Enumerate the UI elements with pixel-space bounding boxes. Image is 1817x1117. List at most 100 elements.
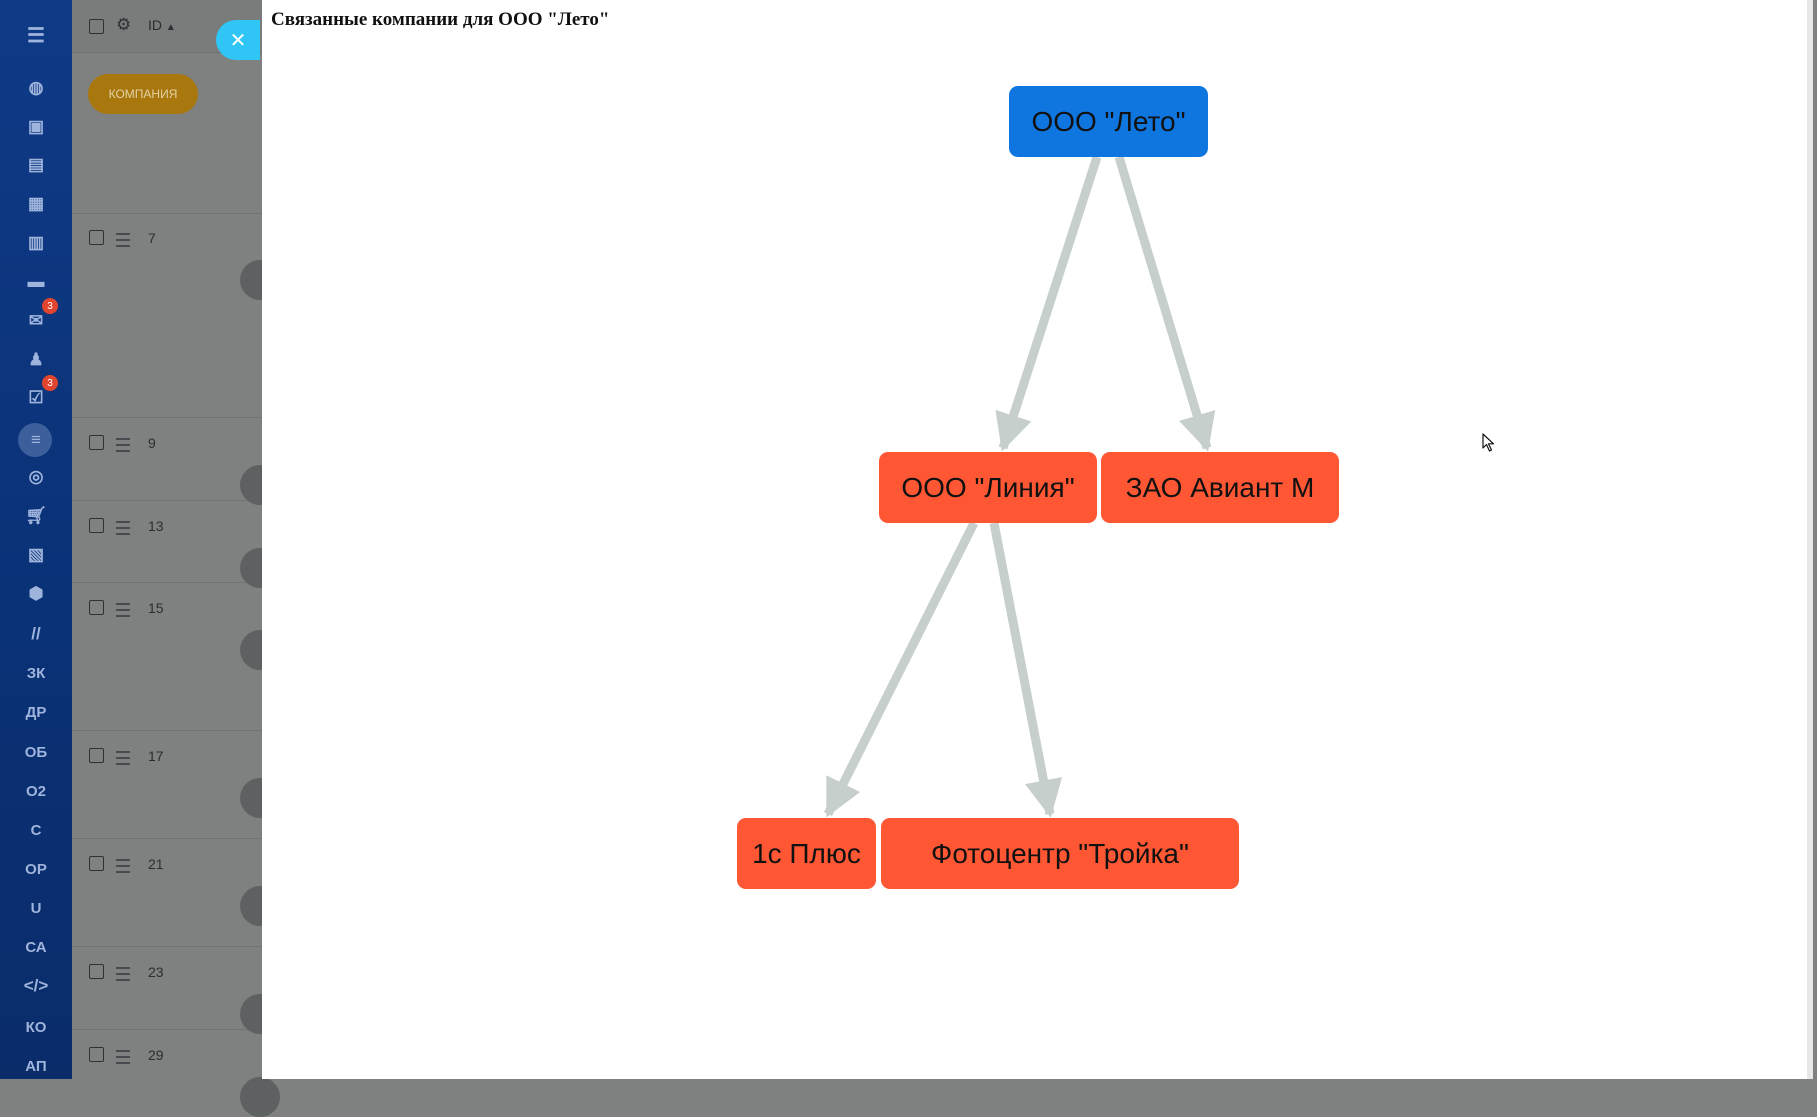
sidebar-item-shortcut[interactable]: ЗК [0,656,72,690]
sidebar-item-contact-card[interactable]: ▧ [0,538,72,572]
row-id: 7 [148,230,156,246]
row-checkbox[interactable] [89,435,104,450]
company-filter-pill[interactable]: КОМПАНИЯ [88,74,198,114]
feed-icon: ◍ [28,78,44,97]
graph-node-leto[interactable]: ООО "Лето" [1009,86,1208,157]
row-checkbox[interactable] [89,1047,104,1062]
graph-edge-liniya-troika [989,522,1063,818]
row-id: 23 [148,964,164,980]
sidebar-item-mail[interactable]: ✉3 [0,298,72,338]
graph-node-aviant[interactable]: ЗАО Авиант М [1101,452,1339,523]
drive-icon: ▬ [27,272,45,291]
drag-handle-icon[interactable] [116,967,130,981]
sidebar-item-label: ДР [25,703,47,721]
sidebar-item-crm-filter[interactable]: ≡ [0,423,72,457]
sidebar-item-label: О2 [25,782,46,800]
company-avatar [240,1077,280,1117]
row-checkbox[interactable] [89,856,104,871]
sidebar-item-shortcut[interactable]: КО [0,1010,72,1044]
mail-icon: ✉ [28,311,44,330]
sidebar-item-cart[interactable]: 🛒︎ [0,499,72,533]
sidebar-item-code[interactable]: </> [0,969,72,1003]
sidebar-item-feed[interactable]: ◍ [0,71,72,105]
sidebar-item-label: С [30,821,42,839]
calendar-icon: ▦ [27,194,45,213]
cart-icon: 🛒︎ [25,506,47,525]
row-divider [72,730,262,731]
sidebar-item-mind-map[interactable]: // [0,617,72,651]
graph-edge-leto-aviant [1114,155,1216,452]
sidebar-item-target[interactable]: ◎ [0,460,72,494]
drag-handle-icon[interactable] [116,233,130,247]
sidebar-item-tasks[interactable]: ▣ [0,110,72,144]
drag-handle-icon[interactable] [116,1050,130,1064]
box-icon: ⬢ [28,584,44,603]
graph-edge-leto-liniya [995,155,1102,452]
drag-handle-icon[interactable] [116,438,130,452]
checklist-icon: ☑ [28,388,44,407]
row-divider [72,417,262,418]
row-checkbox[interactable] [89,600,104,615]
row-divider [72,213,262,214]
close-panel-button[interactable]: ✕ [216,20,260,60]
sidebar-item-shortcut[interactable]: СА [0,930,72,964]
graph-node-label: ООО "Линия" [901,471,1075,503]
sidebar-item-label: ОБ [24,743,48,761]
row-id: 13 [148,518,164,534]
graph-node-label: ЗАО Авиант М [1125,471,1315,503]
drag-handle-icon[interactable] [116,521,130,535]
graph-node-plus1c[interactable]: 1с Плюс [737,818,876,889]
sidebar-item-menu[interactable]: ☰ [0,18,72,52]
sidebar-item-shortcut[interactable]: ОБ [0,735,72,769]
sidebar-item-label: U [30,899,42,917]
row-divider [72,946,262,947]
drag-handle-icon[interactable] [116,751,130,765]
graph-node-troika[interactable]: Фотоцентр "Тройка" [881,818,1239,889]
row-id: 9 [148,435,156,451]
document-icon: ▥ [27,233,45,252]
graph-node-liniya[interactable]: ООО "Линия" [879,452,1097,523]
relations-graph [823,155,1216,818]
code-icon: </> [23,976,49,995]
sidebar-item-shortcut[interactable]: С [0,813,72,847]
row-checkbox[interactable] [89,518,104,533]
row-divider [72,582,262,583]
sidebar-item-shortcut[interactable]: ДР [0,695,72,729]
sidebar-item-chat[interactable]: ▤ [0,148,72,182]
select-all-checkbox[interactable] [89,19,104,34]
tasks-icon: ▣ [27,117,45,136]
drag-handle-icon[interactable] [116,859,130,873]
sidebar-item-label: СА [25,938,47,956]
sidebar-item-document[interactable]: ▥ [0,226,72,260]
sidebar-item-calendar[interactable]: ▦ [0,187,72,221]
gear-icon[interactable]: ⚙ [116,15,132,34]
sidebar-item-box[interactable]: ⬢ [0,577,72,611]
graph-edge-liniya-plus1c [823,520,979,818]
sidebar-item-label: ОР [25,860,47,878]
sidebar-item-shortcut[interactable]: О2 [0,774,72,808]
sidebar-item-drive[interactable]: ▬ [0,265,72,299]
menu-icon: ☰ [27,24,45,47]
related-companies-panel: Связанные компании для ООО "Лето" ООО "Л… [262,0,1813,1079]
row-checkbox[interactable] [89,230,104,245]
contacts-icon: ♟ [28,350,44,369]
target-icon: ◎ [28,467,44,486]
drag-handle-icon[interactable] [116,603,130,617]
row-id: 29 [148,1047,164,1063]
row-checkbox[interactable] [89,964,104,979]
sidebar-item-contacts[interactable]: ♟ [0,343,72,377]
row-divider [72,1029,262,1030]
sidebar-item-shortcut[interactable]: ОР [0,852,72,886]
row-id: 15 [148,600,164,616]
row-divider [72,838,262,839]
column-id-header[interactable]: ID ▲ [148,17,176,33]
row-checkbox[interactable] [89,748,104,763]
row-id: 17 [148,748,164,764]
company-pill-label: КОМПАНИЯ [108,87,178,101]
sidebar-item-shortcut[interactable]: АП [0,1049,72,1083]
sidebar-item-shortcut[interactable]: U [0,891,72,925]
sidebar-item-checklist[interactable]: ☑3 [0,375,72,415]
panel-scrollbar[interactable] [1807,0,1813,1079]
